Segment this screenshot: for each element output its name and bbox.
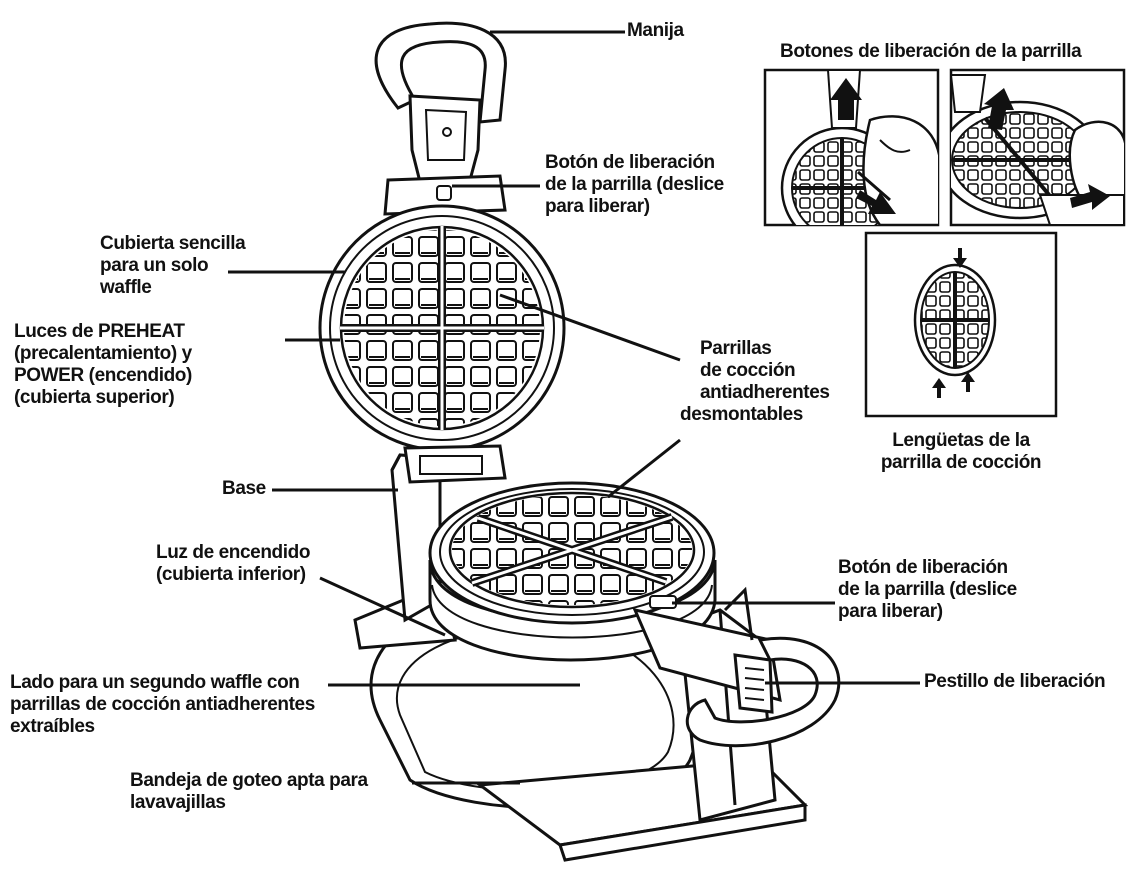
inset-release-buttons-2 (949, 68, 1126, 227)
label-single-waffle-cover: Cubierta sencilla para un solo waffle (100, 233, 246, 299)
label-line: para un solo (100, 255, 209, 277)
label-line: Luz de encendido (156, 542, 311, 563)
label-line: Lado para un segundo waffle con (10, 672, 300, 693)
label-release-button-bottom: Botón de liberación de la parrilla (desl… (838, 557, 1017, 623)
label-line: (cubierta inferior) (156, 564, 306, 586)
bottom-unit (428, 481, 717, 662)
label-line: Botón de liberación (545, 152, 715, 173)
label-line: Luces de PREHEAT (14, 321, 185, 342)
label-handle: Manija (627, 20, 684, 41)
label-line: (precalentamiento) y (14, 343, 192, 365)
leader-lines (228, 30, 920, 785)
label-power-light-bottom: Luz de encendido (cubierta inferior) (156, 542, 310, 586)
label-preheat-power-lights: Luces de PREHEAT (precalentamiento) y PO… (14, 321, 192, 409)
label-second-waffle-side: Lado para un segundo waffle con parrilla… (10, 672, 315, 738)
label-line: Lengüetas de la (892, 430, 1030, 451)
top-lid (318, 204, 566, 452)
label-cooking-grids: Parrillas de cocción antiadherentes desm… (680, 338, 830, 426)
label-drip-tray: Bandeja de goteo apta para lavavajillas (130, 770, 368, 814)
label-line: antiadherentes (700, 382, 830, 404)
label-line: Bandeja de goteo apta para (130, 770, 368, 791)
inset-title-release-buttons: Botones de liberación de la parrilla (780, 41, 1082, 62)
label-line: desmontables (680, 404, 803, 426)
inset-grid-tabs (864, 231, 1058, 418)
label-line: lavavajillas (130, 792, 226, 814)
label-release-button-top: Botón de liberación de la parrilla (desl… (545, 152, 724, 218)
label-line: para liberar) (545, 196, 650, 218)
label-line: de la parrilla (deslice (838, 579, 1017, 601)
label-line: Parrillas (700, 338, 772, 359)
label-line: POWER (encendido) (14, 365, 192, 387)
label-line: parrillas de cocción antiadherentes (10, 694, 315, 716)
label-line: (cubierta superior) (14, 387, 175, 409)
hinge (403, 444, 507, 484)
inset-caption-grid-tabs: Lengüetas de la parrilla de cocción (866, 430, 1056, 474)
label-line: extraíbles (10, 716, 95, 738)
label-line: Cubierta sencilla (100, 233, 246, 254)
label-line: waffle (100, 277, 152, 299)
label-line: de la parrilla (deslice (545, 174, 724, 196)
inset-release-buttons-1 (763, 68, 940, 227)
label-release-latch: Pestillo de liberación (924, 671, 1106, 692)
label-base: Base (222, 478, 266, 499)
label-line: Botón de liberación (838, 557, 1008, 578)
release-latch (632, 586, 841, 748)
label-line: para liberar) (838, 601, 943, 623)
label-line: de cocción (700, 360, 796, 382)
label-line: parrilla de cocción (880, 452, 1042, 474)
